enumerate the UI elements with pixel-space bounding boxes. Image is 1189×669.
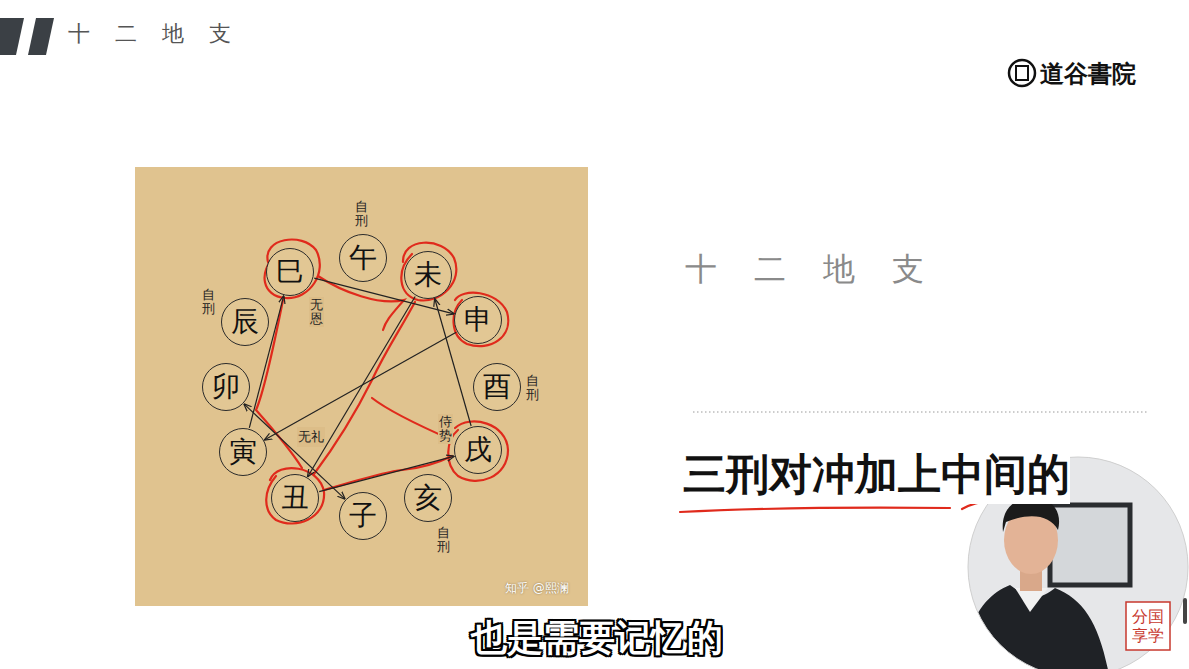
logo-icon-mark	[1016, 66, 1028, 80]
punishment-arrow	[308, 296, 415, 476]
branch-name: 未	[414, 261, 442, 289]
red-line	[318, 276, 404, 330]
side-title: 十二地支	[685, 248, 961, 292]
header-bar	[28, 18, 54, 55]
branch-circle: 巳	[266, 248, 314, 296]
branch-circle: 戌	[454, 426, 502, 474]
red-circle	[454, 293, 509, 346]
branch-name: 子	[349, 502, 377, 530]
logo-text: 道谷書院	[1040, 58, 1136, 90]
presenter-collar	[1015, 588, 1048, 612]
scrollbar	[1183, 598, 1187, 624]
red-underline	[680, 508, 950, 512]
self-punish-note: 自刑	[202, 288, 215, 317]
branch-circle: 卯	[202, 363, 250, 411]
logo-icon	[1009, 60, 1035, 86]
header-title: 十二地支	[68, 19, 256, 49]
image-panel-texture	[135, 167, 588, 606]
branch-name: 寅	[229, 438, 257, 466]
punishment-arrow	[265, 332, 456, 440]
branch-name: 戌	[464, 436, 492, 464]
presenter-body	[960, 585, 1110, 669]
image-panel	[135, 167, 588, 606]
header-bar	[0, 18, 24, 55]
red-circle	[266, 468, 324, 523]
branch-circle: 辰	[221, 298, 269, 346]
branch-circle: 寅	[219, 428, 267, 476]
dotted-rule	[693, 412, 1147, 413]
red-circle	[401, 243, 456, 301]
branch-circle: 午	[339, 234, 387, 282]
stamp-text: 分国享学	[1131, 607, 1165, 645]
red-line	[314, 302, 415, 474]
branch-name: 辰	[231, 308, 259, 336]
branch-circle: 申	[454, 296, 502, 344]
whiteboard-frame	[1050, 505, 1130, 585]
key-point-heading: 三刑对冲加上中间的	[683, 446, 1070, 504]
self-punish-note: 自刑	[437, 526, 450, 555]
branch-name: 卯	[212, 373, 240, 401]
watermark: 知乎 @熙澜	[505, 580, 569, 597]
branch-name: 丑	[281, 484, 309, 512]
edge-label: 侍势	[438, 414, 453, 445]
branch-circle: 子	[339, 492, 387, 540]
branch-name: 申	[464, 306, 492, 334]
branch-name: 酉	[483, 373, 511, 401]
self-punish-note: 自刑	[526, 374, 539, 403]
red-circle	[265, 240, 320, 299]
branch-circle: 丑	[271, 474, 319, 522]
edge-label: 无礼	[297, 427, 325, 447]
edge-label: 无恩	[309, 297, 324, 328]
branch-circle: 亥	[404, 474, 452, 522]
branch-circle: 酉	[473, 363, 521, 411]
red-circle	[448, 421, 508, 480]
branch-name: 亥	[414, 484, 442, 512]
branch-circle: 未	[404, 251, 452, 299]
branch-name: 午	[349, 244, 377, 272]
self-punish-note: 自刑	[355, 200, 368, 229]
subtitle: 也是需要记忆的	[471, 614, 723, 663]
stamp-border	[1126, 602, 1170, 650]
branch-name: 巳	[276, 258, 304, 286]
